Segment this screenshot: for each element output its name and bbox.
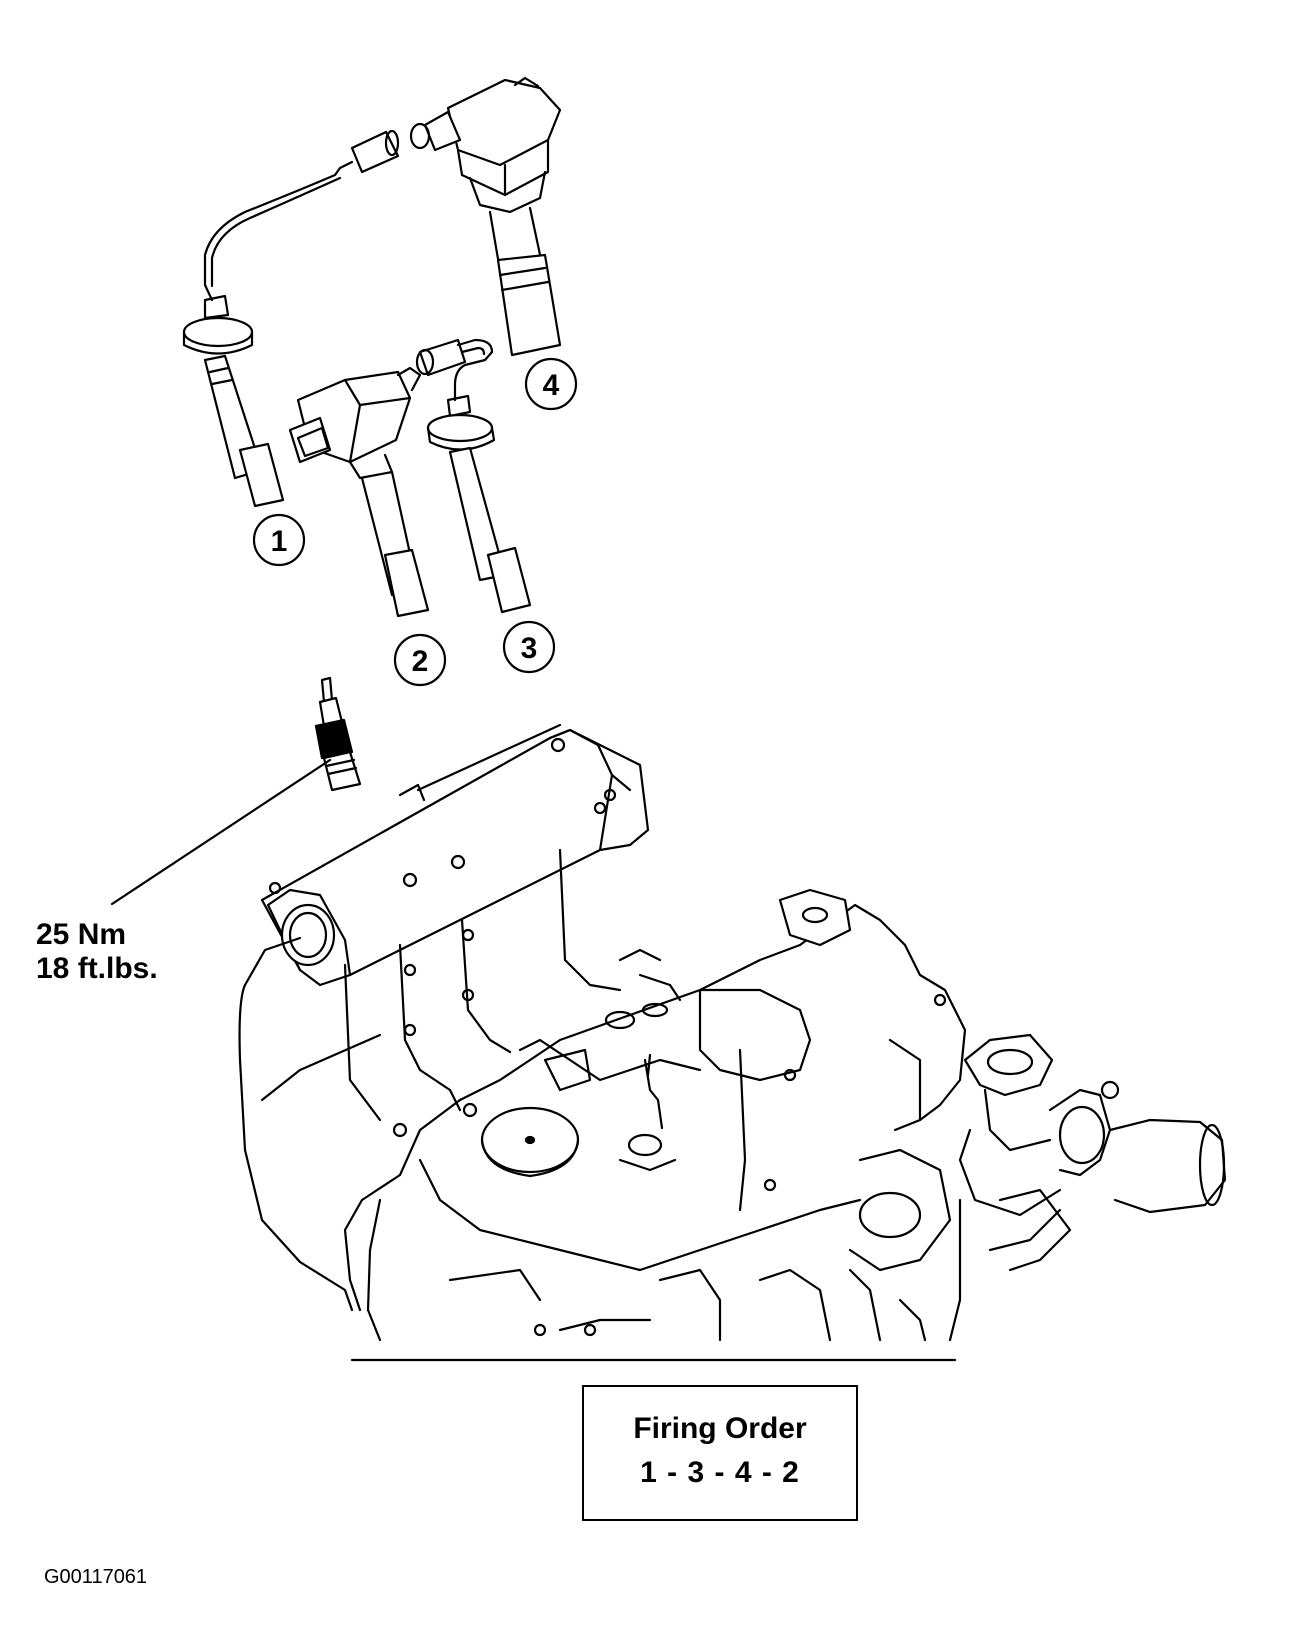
coil-number-2: 2 [393, 633, 447, 687]
figure-id: G00117061 [44, 1566, 148, 1588]
firing-order-sequence: 1 - 3 - 4 - 2 [640, 1456, 800, 1489]
coil-number-1: 1 [252, 513, 306, 567]
firing-order-box: Firing Order 1 - 3 - 4 - 2 [582, 1385, 858, 1521]
torque-ftlbs: 18 ft.lbs. [36, 952, 158, 985]
coil-4-icon [409, 76, 562, 357]
torque-nm: 25 Nm [36, 918, 127, 951]
engine-block-icon [238, 723, 1227, 1362]
coil-1-icon [182, 129, 400, 508]
coil-number-3: 3 [502, 620, 556, 674]
svg-text:1: 1 [271, 525, 288, 558]
coil-2-icon [288, 366, 430, 618]
coil-number-4: 4 [524, 357, 578, 411]
svg-text:2: 2 [412, 645, 429, 678]
torque-spec: 25 Nm 18 ft.lbs. [36, 918, 158, 986]
torque-leader-line [110, 758, 332, 906]
svg-text:4: 4 [543, 369, 560, 402]
coil-3-icon [415, 338, 532, 614]
spark-plug-icon [314, 676, 362, 792]
firing-order-title: Firing Order [633, 1412, 807, 1445]
svg-text:3: 3 [521, 632, 538, 665]
